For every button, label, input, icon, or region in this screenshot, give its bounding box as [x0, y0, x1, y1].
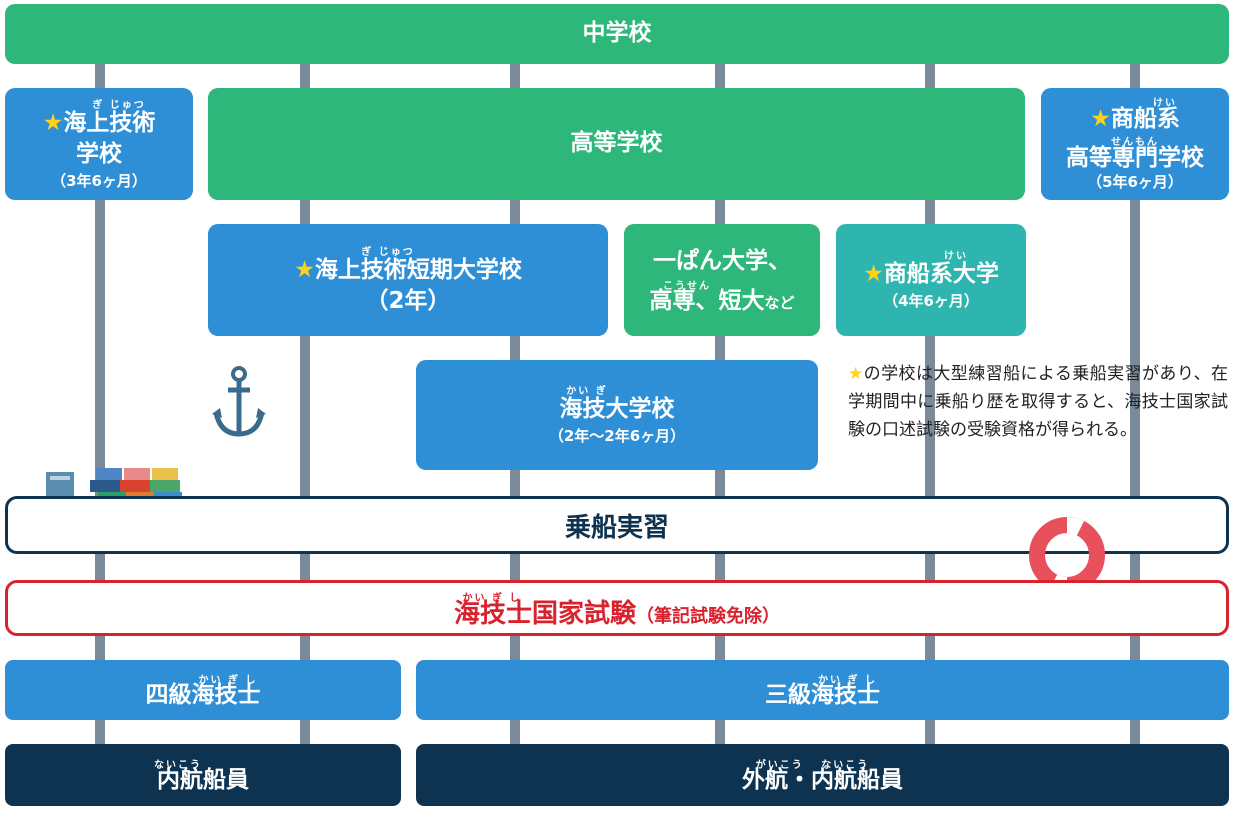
general-university-line1: 一ぱん大学、	[653, 247, 791, 274]
third-grade-officer-box: かい ぎ し 三級海技士	[416, 660, 1229, 720]
star-icon: ★	[848, 364, 864, 384]
general-university-line2: 高専、短大	[649, 287, 765, 314]
national-exam-box: かい ぎ し 海技士国家試験（筆記試験免除）	[5, 580, 1229, 636]
merchant-university-line1: 商船系大学	[883, 261, 999, 288]
merchant-kosen-box: けい ★商船系 せんもん 高等専門学校 （5年6ヶ月）	[1041, 88, 1229, 200]
national-exam-note: （筆記試験免除）	[636, 606, 780, 627]
junior-high-label: 中学校	[582, 20, 652, 47]
maritime-tech-school-line2: 学校	[76, 140, 122, 167]
star-icon: ★	[42, 109, 64, 136]
high-school-label: 高等学校	[570, 130, 663, 157]
ruby-text: けい	[944, 251, 968, 263]
maritime-junior-college-period: （2年）	[365, 288, 451, 314]
ruby-text: こうせん	[663, 280, 711, 292]
maritime-tech-university-period: （2年〜2年6ヶ月）	[548, 427, 686, 446]
merchant-kosen-line2: 高等専門学校	[1066, 144, 1204, 171]
star-note: ★の学校は大型練習船による乗船実習があり、在学期間中に乗船り歴を取得すると、海技…	[848, 360, 1228, 444]
maritime-tech-university-line1: 海技大学校	[559, 396, 675, 423]
path-pole-6	[1130, 40, 1140, 783]
star-note-text: の学校は大型練習船による乗船実習があり、在学期間中に乗船り歴を取得すると、海技士…	[848, 364, 1228, 441]
merchant-university-box: けい ★商船系大学 （4年6ヶ月）	[836, 224, 1026, 336]
merchant-university-period: （4年6ヶ月）	[883, 292, 979, 311]
national-exam-label: 海技士国家試験	[453, 599, 636, 629]
ocean-coastal-crew-label: 外航・内航船員	[742, 767, 903, 794]
path-pole-2	[300, 40, 310, 783]
coastal-crew-label: 内航船員	[157, 767, 249, 794]
ruby-text: がいこう ないこう	[755, 760, 870, 772]
fourth-grade-officer-label: 四級海技士	[145, 682, 261, 709]
path-pole-1	[95, 40, 105, 783]
merchant-kosen-period: （5年6ヶ月）	[1087, 173, 1183, 192]
maritime-tech-school-box: ぎ じゅつ ★海上技術 学校 （3年6ヶ月）	[5, 88, 193, 200]
ruby-text: かい ぎ し	[198, 675, 258, 687]
coastal-crew-box: ないこう 内航船員	[5, 744, 401, 806]
ruby-text: かい ぎ	[566, 386, 608, 398]
star-icon: ★	[294, 256, 315, 283]
junior-high-box: 中学校	[5, 4, 1229, 64]
maritime-tech-school-period: （3年6ヶ月）	[51, 171, 147, 190]
general-university-box: 一ぱん大学、 こうせん 高専、短大など	[624, 224, 820, 336]
ruby-text: かい ぎ し	[462, 593, 522, 604]
third-grade-officer-label: 三級海技士	[765, 682, 880, 709]
ocean-coastal-crew-box: がいこう ないこう 外航・内航船員	[416, 744, 1229, 806]
high-school-box: 高等学校	[208, 88, 1025, 200]
fourth-grade-officer-box: かい ぎ し 四級海技士	[5, 660, 401, 720]
onboard-training-box: 乗船実習	[5, 496, 1229, 554]
ruby-text: かい ぎ し	[818, 675, 877, 687]
ruby-text: ぎ じゅつ	[361, 246, 415, 258]
maritime-tech-university-box: かい ぎ 海技大学校 （2年〜2年6ヶ月）	[416, 360, 818, 470]
ruby-text: ないこう	[154, 760, 202, 772]
maritime-tech-school-line1: 海上技術	[63, 109, 156, 136]
merchant-kosen-line1: 商船系	[1110, 106, 1180, 133]
ruby-text: せんもん	[1111, 136, 1159, 148]
star-icon: ★	[863, 261, 884, 288]
general-university-etc: など	[764, 293, 795, 312]
ruby-text: ぎ じゅつ	[92, 99, 146, 111]
ruby-text: けい	[1153, 98, 1177, 110]
anchor-icon	[212, 366, 266, 437]
path-pole-5	[925, 40, 935, 783]
star-icon: ★	[1090, 106, 1111, 133]
maritime-junior-college-box: ぎ じゅつ ★海上技術短期大学校 （2年）	[208, 224, 608, 336]
onboard-training-label: 乗船実習	[564, 512, 669, 543]
maritime-junior-college-line1: 海上技術短期大学校	[314, 256, 522, 283]
